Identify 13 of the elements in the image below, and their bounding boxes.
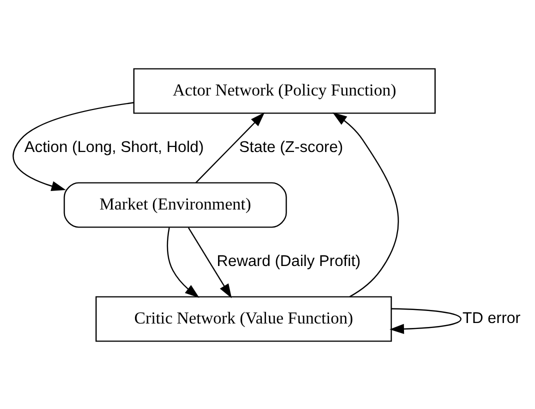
arrow <box>332 112 399 297</box>
edge-label: Action (Long, Short, Hold) <box>24 138 204 156</box>
arrow <box>390 308 462 334</box>
edge-label: Reward (Daily Profit) <box>216 252 361 270</box>
node-box: Actor Network (Policy Function) <box>133 68 436 114</box>
arrow <box>12 102 134 191</box>
node-box: Market (Environment) <box>64 182 287 228</box>
node-box: Critic Network (Value Function) <box>95 296 392 342</box>
edge-label: TD error <box>462 310 521 327</box>
edge-label: State (Z-score) <box>239 138 344 156</box>
arrow <box>195 112 265 183</box>
arrow <box>166 227 200 298</box>
arrow <box>188 226 232 298</box>
